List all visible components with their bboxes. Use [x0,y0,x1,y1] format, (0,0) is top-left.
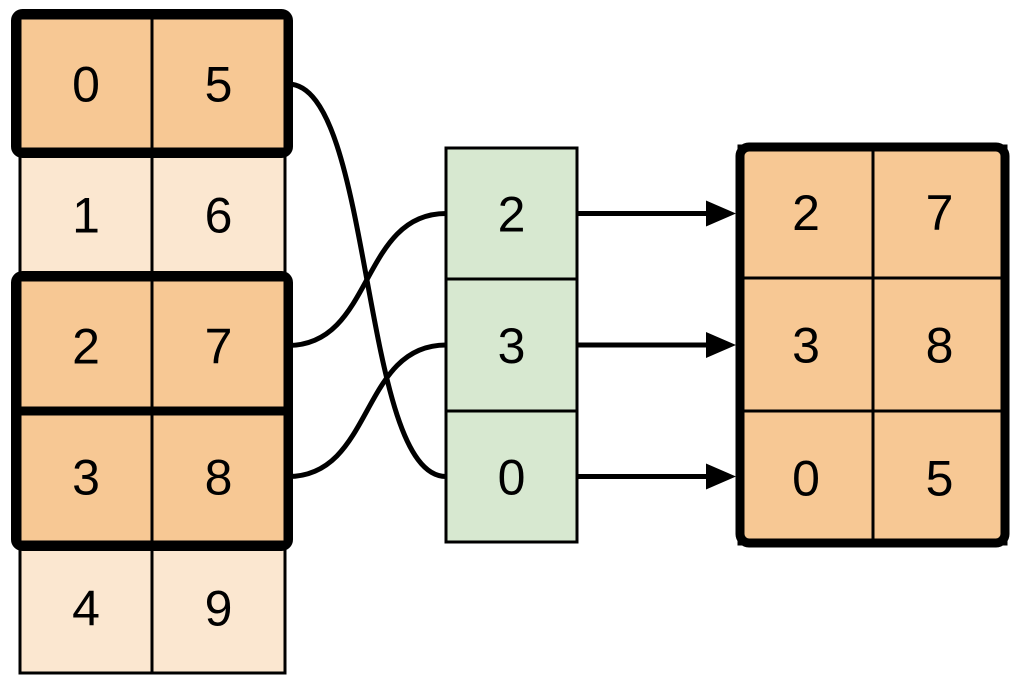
source-cell-r4-c0 [18,540,154,675]
index-cell-value: 2 [498,187,526,243]
source-cell-r0-c0 [18,16,154,151]
result-cell-value: 2 [792,185,820,241]
result-cell-value: 0 [792,451,820,507]
source-cell-value: 4 [72,581,100,637]
source-cell-value: 1 [72,188,100,244]
index-cell-value: 0 [498,450,526,506]
source-cell-value: 0 [72,57,100,113]
source-cell-r4-c1 [150,540,287,675]
result-cell-value: 7 [926,185,954,241]
arrow-head-index-1-to-result-1 [706,332,736,358]
source-cell-r0-c1 [150,16,287,151]
curve-source-row-3-to-index-pos-1 [287,342,447,479]
result-cell-r2-c0 [737,409,875,546]
result-cell-r1-c1 [871,276,1008,413]
source-cell-r1-c1 [150,147,287,282]
result-table: 2 7 3 8 0 5 [735,142,1010,548]
source-cell-value: 7 [205,319,233,375]
source-cell-value: 2 [72,319,100,375]
source-cell-value: 9 [205,581,233,637]
result-table-outline [735,142,1010,548]
index-cell-value: 3 [498,318,526,374]
arrow-head-index-2-to-result-2 [706,463,736,490]
source-cell-r2-c1 [150,278,287,413]
curve-source-row-2-to-index-pos-0 [287,211,447,348]
result-cell-value: 3 [792,318,820,374]
result-cell-value: 5 [926,451,954,507]
source-cell-value: 3 [72,450,100,506]
source-cell-value: 6 [205,188,233,244]
result-cell-value: 8 [926,318,954,374]
source-cell-value: 8 [205,450,233,506]
connector-curves [287,81,447,479]
source-cell-value: 5 [205,57,233,113]
result-cell-r2-c1 [871,409,1008,546]
arrow-head-index-0-to-result-0 [706,200,736,227]
arrows [577,200,736,490]
source-highlight-box-rows2-3 [11,271,293,551]
index-cell-1 [444,277,579,413]
index-column: 2 3 0 [444,146,579,544]
source-table: 0 5 1 6 2 7 3 8 4 9 [11,9,293,675]
source-cell-r3-c1 [150,409,287,544]
